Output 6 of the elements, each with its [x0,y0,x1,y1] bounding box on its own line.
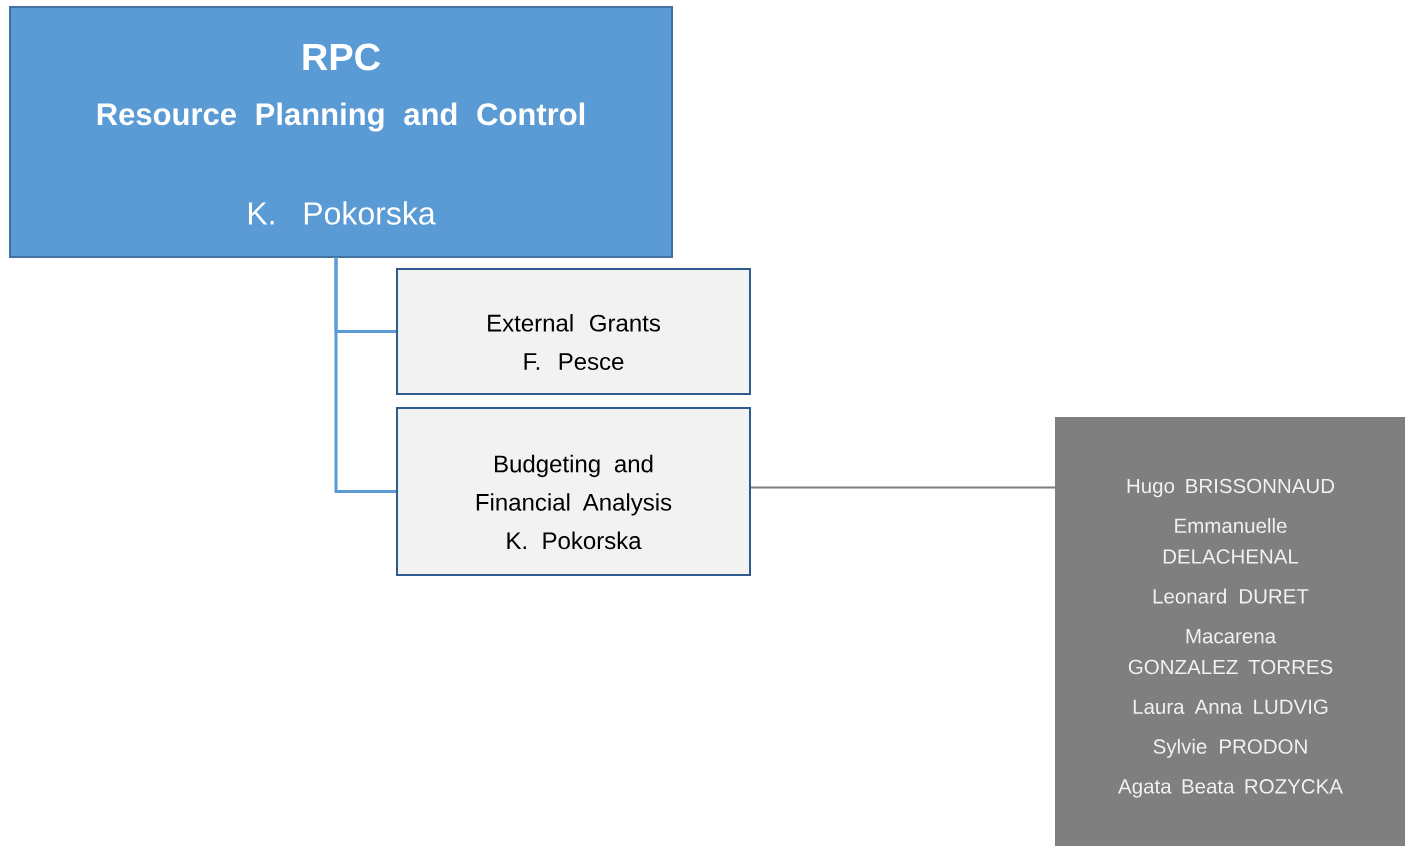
unit-box: External Grants F. Pesce [396,268,751,395]
connector-line [750,486,1056,489]
team-list-box: Hugo BRISSONNAUD Emmanuelle DELACHENAL Leonard DURET Macarena GONZALEZ TORRES Laura Anna LUDVIG Sylvie PRODON Agata Beata ROZYCKA [1055,417,1405,846]
department-box: RPC Resource Planning and Control K. Pokorska [9,6,673,258]
unit-box: Budgeting and Financial Analysis K. Pokorska [396,407,751,576]
connector-line [334,257,396,493]
